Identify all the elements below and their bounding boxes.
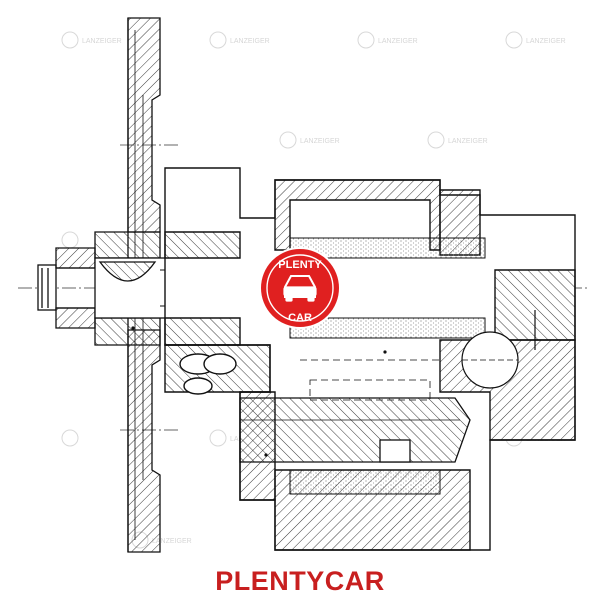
watermark-text: LANZEIGER [300, 138, 340, 145]
shaft-nut [37, 247, 100, 329]
driven-gear-shaft [239, 397, 471, 463]
logo-top-text: PLENTY [278, 259, 322, 271]
brand-title: PLENTYCAR [215, 566, 385, 596]
centre-marks [131, 326, 387, 457]
ports [164, 344, 271, 395]
gear-pump-cross-section: LANZEIGER LANZEIGER LANZEIGER LANZEIGER … [18, 17, 590, 553]
relief-bore [461, 310, 536, 389]
car-icon [283, 275, 317, 302]
watermark-text: LANZEIGER [448, 138, 488, 145]
watermark-text: LANZEIGER [230, 38, 270, 45]
gear-outlines [300, 359, 440, 401]
watermark-text: LANZEIGER [378, 38, 418, 45]
plentycar-logo: PLENTY CAR [259, 247, 341, 329]
logo-bottom-text: CAR [288, 312, 312, 324]
watermark-text: LANZEIGER [526, 38, 566, 45]
bushings [289, 237, 486, 495]
watermark-text: LANZEIGER [82, 38, 122, 45]
watermark-text: LANZEIGER [152, 538, 192, 545]
